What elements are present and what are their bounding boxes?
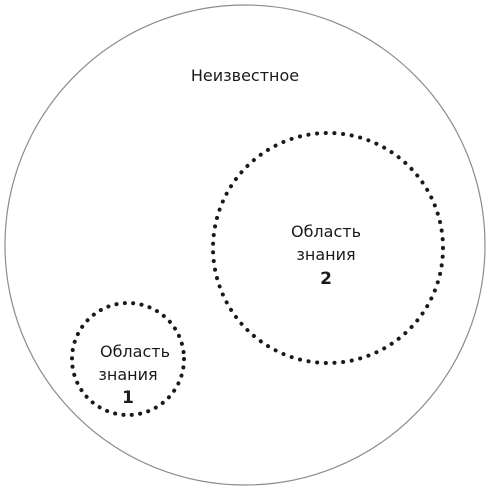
knowledge-region-2-line2: знания bbox=[296, 245, 355, 264]
knowledge-region-2-line1: Область bbox=[291, 222, 361, 241]
unknown-circle bbox=[4, 4, 486, 486]
knowledge-region-2-number: 2 bbox=[320, 269, 332, 289]
knowledge-region-1-line1: Область bbox=[100, 342, 170, 361]
knowledge-region-1-line2: знания bbox=[98, 365, 157, 384]
unknown-label: Неизвестное bbox=[191, 66, 299, 85]
knowledge-region-1-circle bbox=[70, 301, 186, 417]
knowledge-region-2-circle bbox=[211, 131, 445, 365]
knowledge-region-1-number: 1 bbox=[122, 388, 134, 408]
